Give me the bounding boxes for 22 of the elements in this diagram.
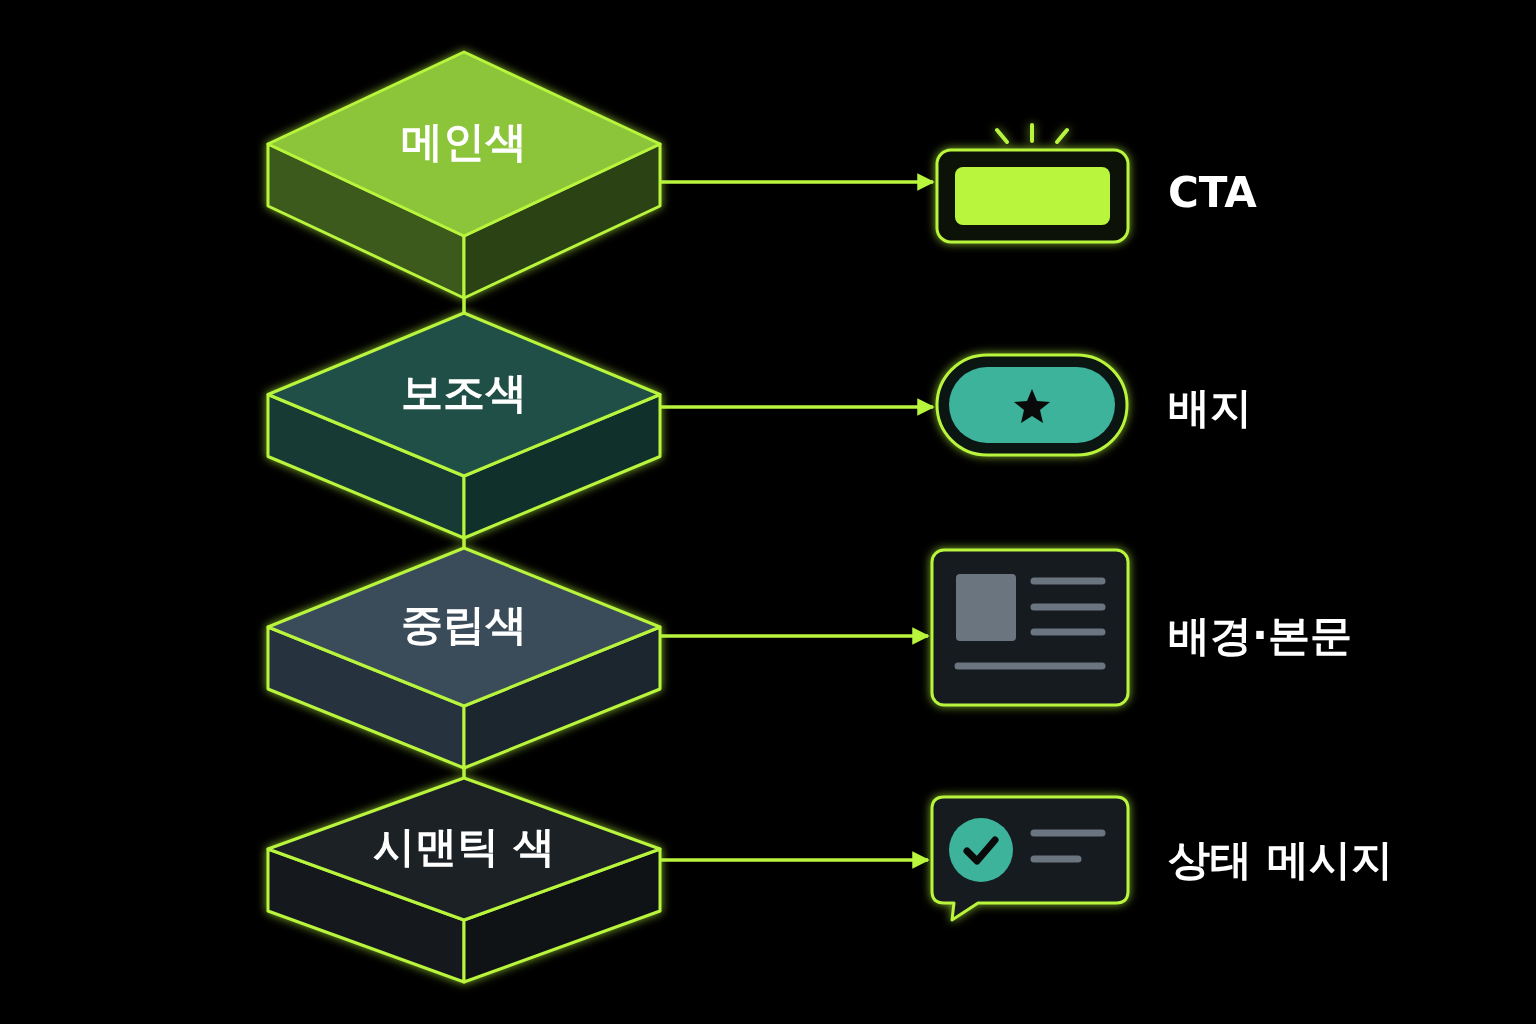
arrow xyxy=(660,627,930,645)
layer-slab xyxy=(268,778,660,982)
arrow xyxy=(660,851,930,869)
arrow xyxy=(660,398,935,416)
component-label: 상태 메시지 xyxy=(1168,834,1393,886)
arrow xyxy=(660,173,935,191)
slab-label: 보조색 xyxy=(400,366,528,419)
connector-line xyxy=(462,538,466,548)
slab-label: 시맨틱 색 xyxy=(371,821,557,873)
connector-line xyxy=(462,768,466,778)
layer-slab xyxy=(268,548,660,768)
component-label: CTA xyxy=(1168,168,1257,217)
check-message-icon xyxy=(930,795,1130,922)
layer-slab xyxy=(268,313,660,538)
connector-line xyxy=(462,298,466,313)
slab-label: 메인색 xyxy=(400,116,528,168)
component-label: 배지 xyxy=(1168,382,1252,434)
content-card-icon xyxy=(930,548,1130,707)
slab-label: 중립색 xyxy=(400,599,528,651)
layer-slab xyxy=(268,52,660,298)
component-label: 배경·본문 xyxy=(1168,610,1352,662)
star-badge-icon xyxy=(935,353,1129,457)
